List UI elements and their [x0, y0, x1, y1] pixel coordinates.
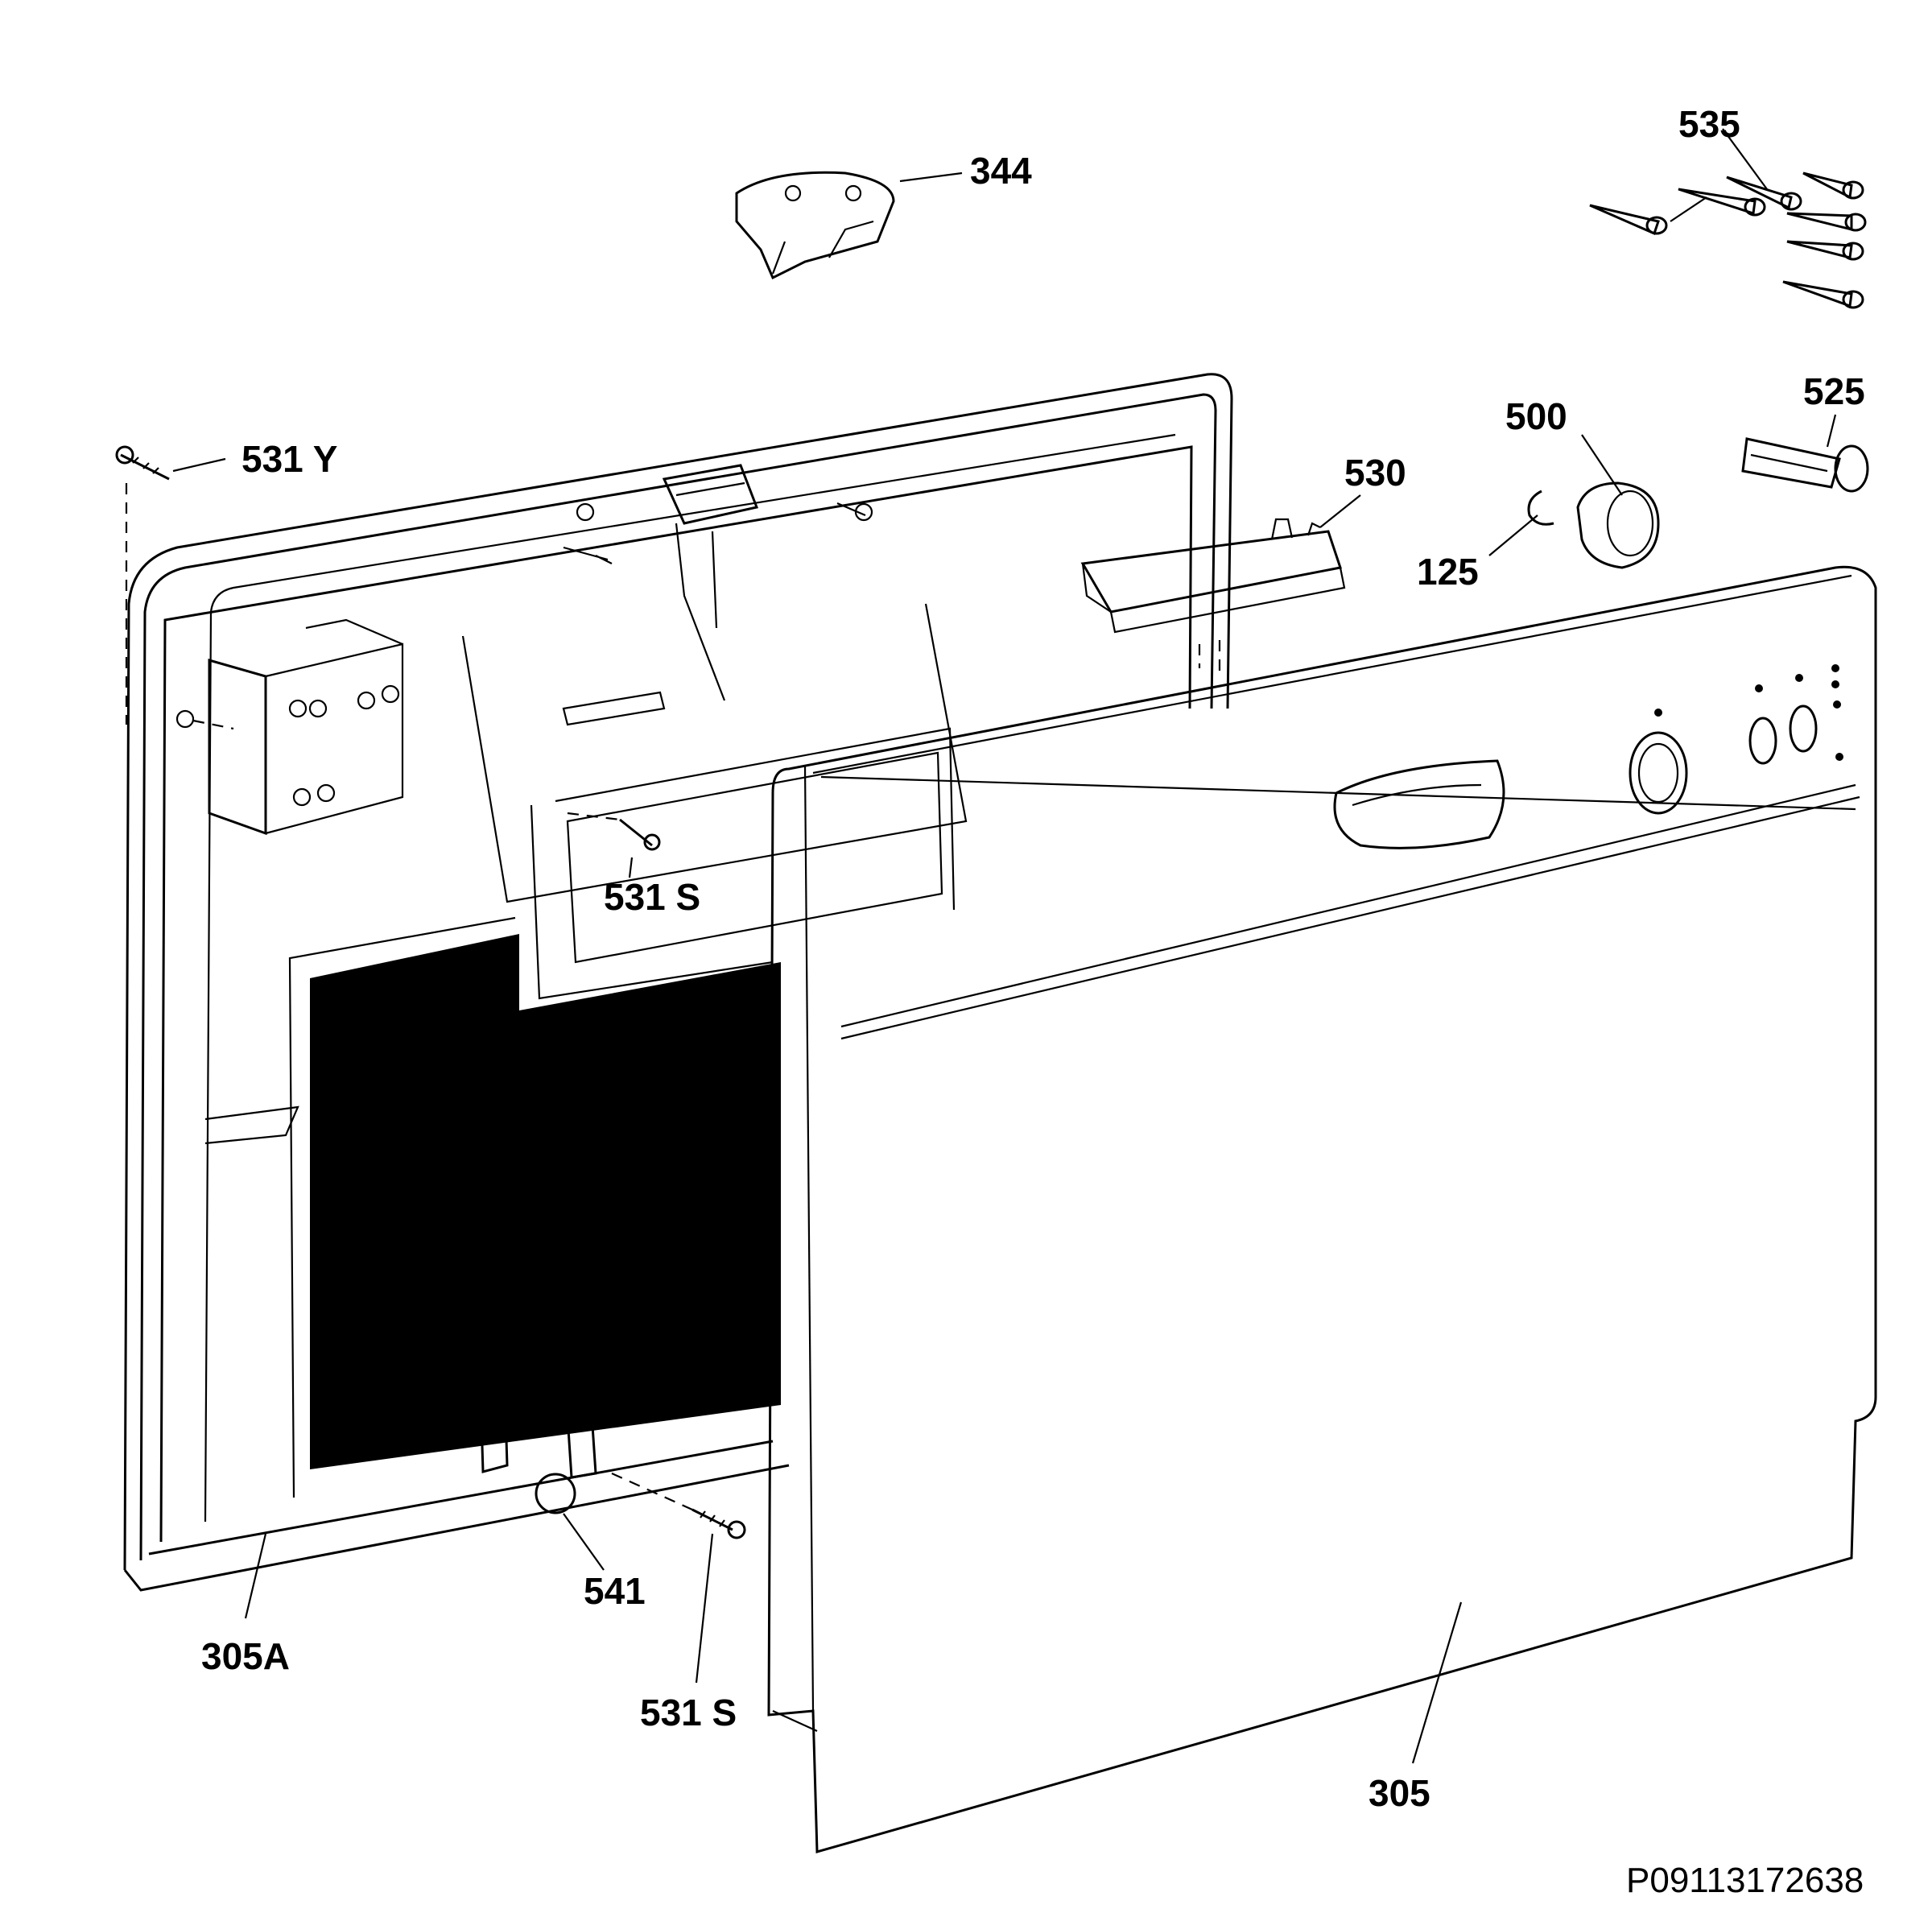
label-531s-bottom: 531 S — [640, 1692, 737, 1733]
leader-lines — [172, 128, 1837, 1764]
label-305a: 305A — [201, 1635, 290, 1677]
label-125: 125 — [1417, 551, 1479, 593]
label-305: 305 — [1368, 1772, 1430, 1814]
label-500: 500 — [1505, 395, 1567, 437]
outer-door-panel — [767, 565, 1877, 1853]
drawing-reference-number: P09113172638 — [1626, 1861, 1864, 1900]
inner-door-panel — [123, 373, 1233, 1592]
label-344: 344 — [970, 150, 1032, 192]
screw-531s-top — [567, 812, 661, 851]
label-541: 541 — [584, 1570, 646, 1612]
label-525: 525 — [1803, 370, 1865, 412]
button-525 — [1741, 437, 1869, 493]
label-531s-top: 531 S — [604, 876, 700, 918]
label-530: 530 — [1344, 452, 1406, 494]
label-535: 535 — [1678, 103, 1740, 145]
label-531y: 531 Y — [242, 438, 337, 480]
screw-531y — [115, 445, 170, 725]
ring-125 — [1527, 490, 1554, 526]
door-lock-344 — [735, 171, 895, 280]
part-labels: 344 535 525 500 530 125 531 Y 531 S 541 … — [201, 103, 1865, 1814]
pins-535 — [1589, 171, 1867, 309]
screw-531s-bottom — [611, 1472, 746, 1539]
control-panel-530 — [1080, 518, 1346, 672]
knob-500 — [1576, 481, 1660, 569]
